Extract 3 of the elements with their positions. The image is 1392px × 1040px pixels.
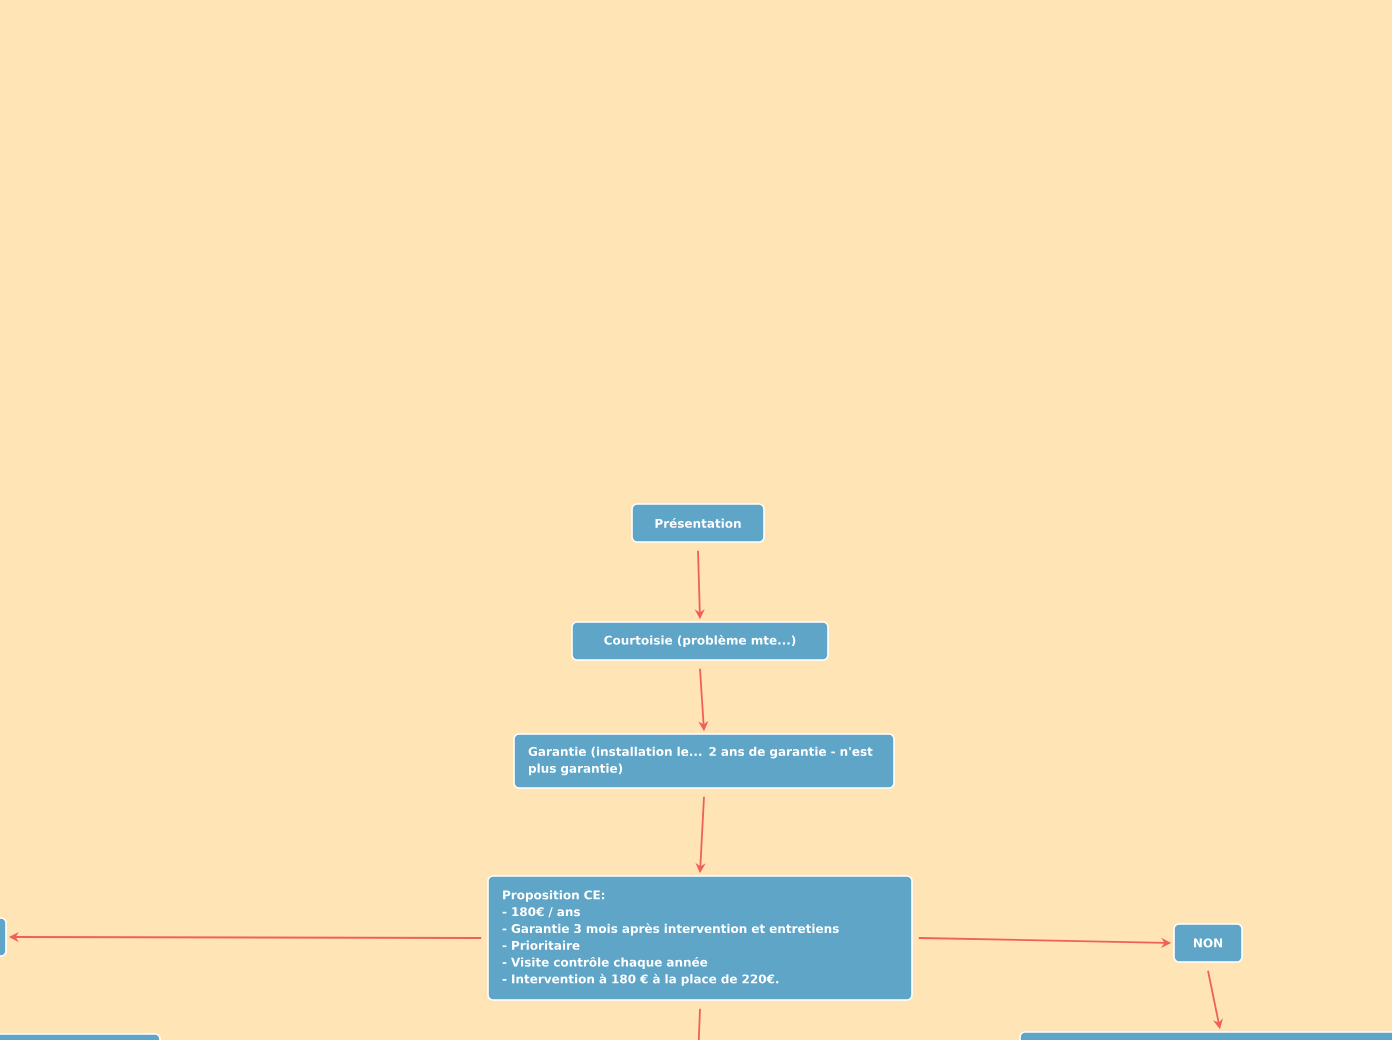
process-box (0, 917, 7, 957)
process-box (1019, 1031, 1392, 1040)
process-box (0, 1033, 161, 1040)
